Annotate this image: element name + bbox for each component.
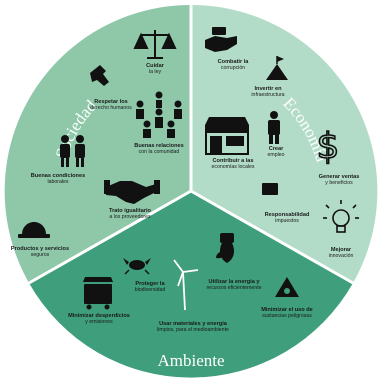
item-sub: sustancias peligrosas xyxy=(262,313,312,319)
item-title: Crear xyxy=(269,146,284,152)
item-title: Generar ventas xyxy=(319,174,360,180)
item-economia-3: Contribuir a las economías locales xyxy=(205,117,255,170)
biohazard-icon xyxy=(275,277,299,297)
item-title: Respetar los xyxy=(94,99,128,105)
item-title: Contribuir a las xyxy=(212,158,253,164)
wind-turbine-icon xyxy=(173,259,199,311)
item-ambiente-2: Usar materiales y energía limpios, para … xyxy=(157,259,229,333)
item-sub: seguros xyxy=(31,252,50,258)
mountain-flag-icon xyxy=(266,56,288,80)
item-sociedad-2: Buenas relaciones con la comunidad xyxy=(134,91,184,155)
item-title: Cuidar xyxy=(146,63,165,69)
item-ambiente-0: Proteger la biodiversidad xyxy=(123,258,165,293)
item-sub: innovación xyxy=(329,253,354,259)
item-title: Proteger la xyxy=(135,281,165,287)
item-sub: empleo xyxy=(267,152,284,158)
divider-left xyxy=(28,189,192,285)
item-title: Buenas relaciones xyxy=(134,143,183,149)
item-sub: recursos eficientemente xyxy=(206,285,261,291)
item-sub: laborales xyxy=(47,179,68,185)
item-sub: derecho humanos xyxy=(90,105,132,111)
handshake-money-icon xyxy=(205,27,237,52)
item-sub: economías locales xyxy=(212,164,255,170)
raised-fist-icon xyxy=(90,65,109,86)
item-sub: infraestructura xyxy=(251,92,284,98)
item-title: Invertir en xyxy=(254,86,282,92)
dumpster-icon xyxy=(83,277,113,310)
item-sociedad-4: Trato igualitario a los proveedores xyxy=(104,180,160,220)
helmet-icon xyxy=(18,222,50,238)
item-sub: limpios, para el medioambiente xyxy=(157,327,229,333)
item-ambiente-3: Minimizar desperdicios y emisiones xyxy=(68,277,130,325)
item-sub: y beneficios xyxy=(325,180,353,186)
item-sociedad-1: Respetar los derecho humanos xyxy=(90,65,132,111)
item-economia-0: Combatir la corrupción xyxy=(205,27,249,71)
lightbulb-icon xyxy=(323,200,359,233)
item-title: Combatir la xyxy=(218,59,250,65)
item-sub: biodiversidad xyxy=(135,287,166,293)
svg-text:$: $ xyxy=(317,126,340,167)
item-sub: impuestos xyxy=(275,218,299,224)
item-economia-1: Invertir en infraestructura xyxy=(251,56,288,98)
sector-economia xyxy=(191,4,378,284)
item-ambiente-4: Minimizar el uso de sustancias peligrosa… xyxy=(261,277,313,319)
item-economia-2: Crear empleo xyxy=(267,111,285,158)
item-title: Minimizar desperdicios xyxy=(68,313,130,319)
item-title: Usar materiales y energía xyxy=(159,321,228,327)
item-economia-6: Mejorar innovación xyxy=(323,200,359,259)
sector-sociedad xyxy=(4,4,191,284)
item-economia-4: $ Generar ventas y beneficios xyxy=(316,125,360,186)
item-economia-5: Responsabilidad impuestos xyxy=(262,183,310,224)
item-sub: la ley xyxy=(149,69,162,75)
item-title: Mejorar xyxy=(331,247,352,253)
item-title: Utilizar la energía y xyxy=(209,279,261,285)
scales-icon xyxy=(133,30,177,59)
handshake-icon xyxy=(104,180,160,204)
community-circle-icon xyxy=(136,91,182,138)
item-ambiente-1: Utilizar la energía y recursos eficiente… xyxy=(206,233,262,291)
divider-right xyxy=(190,189,354,285)
shop-building-icon xyxy=(205,117,249,155)
item-sub: corrupción xyxy=(221,65,245,71)
storefront-icon xyxy=(268,111,280,144)
item-sociedad-0: Cuidar la ley xyxy=(133,30,177,75)
item-title: Buenas condiciones xyxy=(31,173,85,179)
tax-icon xyxy=(262,183,278,195)
eco-bulb-icon xyxy=(216,233,235,263)
item-title: Trato igualitario xyxy=(109,208,152,214)
sector-title-ambiente: Ambiente xyxy=(157,351,224,370)
item-sub: y emisiones xyxy=(85,319,113,325)
item-title: Productos y servicios xyxy=(11,246,69,252)
dollar-icon: $ xyxy=(316,125,341,168)
item-sociedad-3: Buenas condiciones laborales xyxy=(31,135,85,185)
workers-icon xyxy=(60,135,85,167)
item-sociedad-5: Productos y servicios seguros xyxy=(11,222,69,258)
crab-icon xyxy=(123,258,151,275)
item-sub: a los proveedores xyxy=(109,214,151,220)
item-title: Responsabilidad xyxy=(265,212,310,218)
item-title: Minimizar el uso de xyxy=(261,307,313,313)
item-sub: con la comunidad xyxy=(139,149,180,155)
